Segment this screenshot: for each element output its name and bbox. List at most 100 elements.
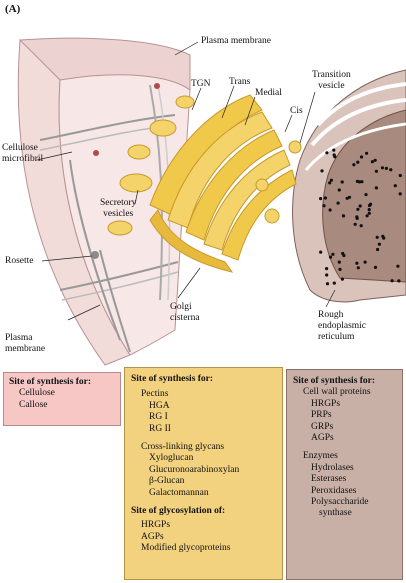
- ribosome-dot: [340, 180, 344, 184]
- ribosome-dot: [397, 279, 401, 283]
- ribosome-dot: [325, 267, 329, 271]
- ribosome-dot: [332, 148, 336, 152]
- ribosome-dot: [367, 211, 371, 215]
- label-rough-er: Rough endoplasmic reticulum: [318, 310, 366, 343]
- ribosome-dot: [367, 208, 371, 212]
- label-transition-vesicle: Transition vesicle: [312, 70, 351, 92]
- ribosome-dot: [328, 255, 333, 259]
- box-item: Glucuronoarabinoxylan: [149, 464, 240, 475]
- ribosome-dot: [329, 178, 333, 182]
- box-item: AGPs: [141, 531, 164, 542]
- panel-letter: (A): [5, 3, 21, 15]
- label-rosette: Rosette: [5, 256, 34, 266]
- ribosome-dot: [338, 267, 342, 271]
- ribosome-dot: [380, 166, 384, 170]
- ribosome-dot: [356, 266, 360, 270]
- box-item: RG II: [149, 423, 171, 434]
- ribosome-dot: [390, 279, 394, 283]
- ribosome-dot: [325, 282, 330, 286]
- label-golgi-cisterna: Golgi cisterna: [170, 302, 200, 324]
- ribosome-dot: [370, 160, 374, 164]
- box-item: Polysaccharide: [311, 497, 369, 508]
- ribosome-dot: [365, 214, 369, 218]
- ribosome-dot: [332, 153, 336, 157]
- ribosome-dot: [396, 264, 400, 268]
- ribosome-dot: [389, 168, 393, 172]
- ribosome-dot: [373, 265, 378, 269]
- ribosome-dot: [328, 181, 332, 185]
- ribosome-dot: [319, 250, 323, 254]
- label-medial: Medial: [255, 88, 282, 98]
- ribosome-dot: [345, 196, 349, 200]
- label-cis: Cis: [290, 106, 303, 116]
- box-heading: Site of synthesis for:: [131, 374, 214, 384]
- label-line: microfibril: [2, 154, 44, 164]
- ribosome-dot: [393, 184, 397, 188]
- er-synthesis-box: Site of synthesis for: Cell wall protein…: [286, 369, 403, 580]
- label-line: Plasma: [5, 333, 33, 343]
- ribosome-dot: [341, 214, 346, 218]
- box-item: AGPs: [311, 433, 334, 444]
- box-item: Cellulose: [19, 388, 55, 399]
- box-item: Esterases: [311, 474, 347, 485]
- box-item: GRPs: [311, 421, 334, 432]
- ribosome-dot: [356, 207, 360, 211]
- cell-wall: [17, 37, 191, 366]
- ribosome-dot: [369, 202, 373, 206]
- label-plasma-membrane-bottom: Plasma membrane: [5, 333, 45, 355]
- ribosome-dot: [377, 242, 381, 246]
- leader-lines: [36, 41, 336, 321]
- box-item: Modified glycoproteins: [141, 543, 231, 554]
- golgi-stack: [149, 94, 297, 273]
- box-item: β-Glucan: [149, 476, 185, 487]
- ribosome-dot: [398, 192, 402, 196]
- box-item: HGA: [149, 400, 170, 411]
- ribosome-dot: [374, 169, 378, 173]
- label-line: Golgi: [170, 302, 192, 312]
- ribosome-dot: [381, 234, 385, 238]
- ribosome-dot: [328, 208, 332, 212]
- ribosome-dot: [323, 196, 327, 200]
- box-item: Peroxidases: [311, 485, 357, 496]
- label-line: Transition: [312, 70, 351, 80]
- box-heading: Site of synthesis for:: [293, 376, 376, 386]
- box-item: Hydrolases: [311, 462, 354, 473]
- ribosome-dot: [340, 277, 344, 281]
- ribosome-dot: [365, 151, 369, 155]
- ribosome-dot: [353, 222, 357, 226]
- box-group-title: Cell wall proteins: [303, 387, 371, 398]
- ribosome-dot: [384, 166, 388, 170]
- ribosome-dot: [319, 197, 323, 201]
- ribosome-dot: [325, 273, 329, 277]
- ribosome-dot: [355, 215, 359, 219]
- label-plasma-membrane-top: Plasma membrane: [201, 36, 271, 46]
- ribosome-dot: [325, 151, 329, 155]
- ribosome-dot: [357, 180, 362, 184]
- ribosome-dot: [363, 260, 367, 264]
- label-line: Cellulose: [2, 143, 38, 153]
- label-line: Rough: [318, 310, 344, 320]
- box-group-title: Enzymes: [303, 451, 338, 462]
- ribosome-dot: [341, 251, 345, 256]
- ribosome-dot: [358, 204, 362, 208]
- ribosome-dot: [320, 169, 324, 173]
- ribosome-dot: [332, 281, 336, 285]
- box-item: synthase: [319, 508, 352, 519]
- ribosome-dot: [356, 160, 360, 164]
- ribosome-dot: [337, 188, 341, 192]
- box-group-title: Pectins: [141, 389, 169, 400]
- ribosome-dot: [375, 235, 379, 239]
- ribosome-dot: [364, 193, 368, 197]
- ribosome-dot: [337, 260, 341, 264]
- label-secretory-vesicles: Secretory vesicles: [100, 198, 136, 220]
- plasma-membrane-synthesis-box: Site of synthesis for: Cellulose Callose: [3, 372, 121, 426]
- box-item: RG I: [149, 412, 168, 423]
- ribosome-dot: [336, 201, 340, 205]
- label-trans: Trans: [229, 77, 251, 87]
- label-line: reticulum: [318, 332, 355, 342]
- rough-er: [292, 69, 406, 303]
- ribosome-dot: [322, 204, 326, 208]
- ribosome-dot: [359, 224, 363, 228]
- label-tgn: TGN: [191, 79, 211, 89]
